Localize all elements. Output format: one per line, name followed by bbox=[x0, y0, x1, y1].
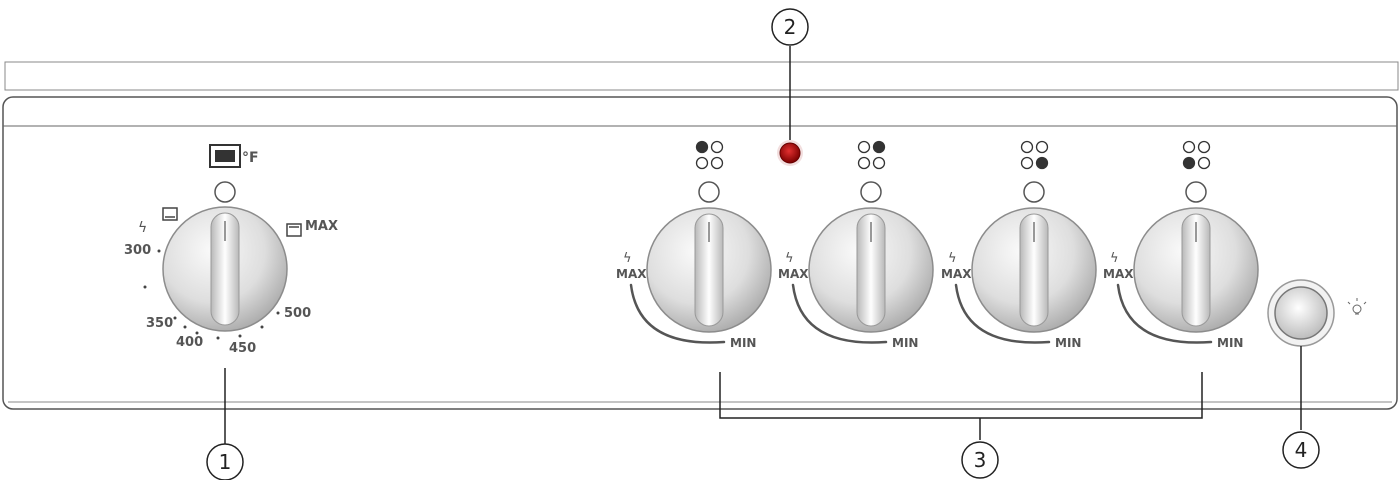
hob-position-indicator bbox=[698, 181, 720, 203]
hob-min-label: MIN bbox=[1055, 336, 1081, 350]
electric-bolt-icon: ϟ bbox=[1110, 251, 1119, 266]
hob-min-label: MIN bbox=[1217, 336, 1243, 350]
hob-zone-icon bbox=[1020, 140, 1049, 170]
callout-3: 3 bbox=[961, 441, 999, 479]
callout-1: 1 bbox=[206, 443, 244, 480]
temp-350-label: 350 bbox=[146, 316, 173, 331]
hob-max-label: MAX bbox=[616, 267, 647, 281]
svg-text:1: 1 bbox=[219, 450, 232, 474]
hob-knob-3[interactable] bbox=[971, 207, 1097, 333]
callout-2: 2 bbox=[771, 8, 809, 46]
hob-zone-icon bbox=[1182, 140, 1211, 170]
hob-knob-2[interactable] bbox=[808, 207, 934, 333]
hob-position-indicator bbox=[1185, 181, 1207, 203]
electric-bolt-icon: ϟ bbox=[948, 251, 957, 266]
oven-thermostat-group: °F ϟ 300 MAX 350 400 450 500 bbox=[124, 144, 338, 356]
oven-max-label: MAX bbox=[305, 219, 338, 234]
electric-bolt-icon: ϟ bbox=[138, 220, 147, 236]
oven-light-button[interactable] bbox=[1274, 286, 1328, 340]
hob-knob-1[interactable] bbox=[646, 207, 772, 333]
hob-power-arc bbox=[629, 283, 726, 344]
power-indicator-light bbox=[779, 142, 801, 164]
temp-500-label: 500 bbox=[284, 306, 311, 321]
hob-min-label: MIN bbox=[892, 336, 918, 350]
temp-400-label: 400 bbox=[176, 335, 203, 350]
hob-knob-4[interactable] bbox=[1133, 207, 1259, 333]
hob-max-label: MAX bbox=[941, 267, 972, 281]
hob-max-label: MAX bbox=[778, 267, 809, 281]
electric-bolt-icon: ϟ bbox=[785, 251, 794, 266]
hob-power-arc bbox=[954, 283, 1051, 344]
hob-power-arc bbox=[791, 283, 888, 344]
top-heat-icon bbox=[286, 223, 302, 237]
oven-thermostat-knob[interactable] bbox=[162, 206, 288, 332]
hob-zone-icon bbox=[695, 140, 724, 170]
hob-top-edge bbox=[4, 61, 1399, 91]
hob-position-indicator bbox=[1023, 181, 1045, 203]
light-bulb-icon bbox=[1347, 298, 1367, 315]
electric-bolt-icon: ϟ bbox=[623, 251, 632, 266]
svg-text:4: 4 bbox=[1295, 438, 1308, 462]
callout-4: 4 bbox=[1282, 431, 1320, 469]
hob-power-arc bbox=[1116, 283, 1213, 344]
temp-300-label: 300 bbox=[124, 243, 151, 258]
hob-zone-icon bbox=[857, 140, 886, 170]
oven-position-indicator bbox=[214, 181, 236, 203]
temp-450-label: 450 bbox=[229, 341, 256, 356]
temperature-unit-label: °F bbox=[242, 150, 259, 166]
hob-min-label: MIN bbox=[730, 336, 756, 350]
hob-max-label: MAX bbox=[1103, 267, 1134, 281]
svg-text:3: 3 bbox=[974, 448, 987, 472]
bottom-heat-icon bbox=[162, 207, 178, 221]
callout-leaders bbox=[224, 46, 1302, 444]
svg-text:2: 2 bbox=[784, 15, 797, 39]
hob-position-indicator bbox=[860, 181, 882, 203]
